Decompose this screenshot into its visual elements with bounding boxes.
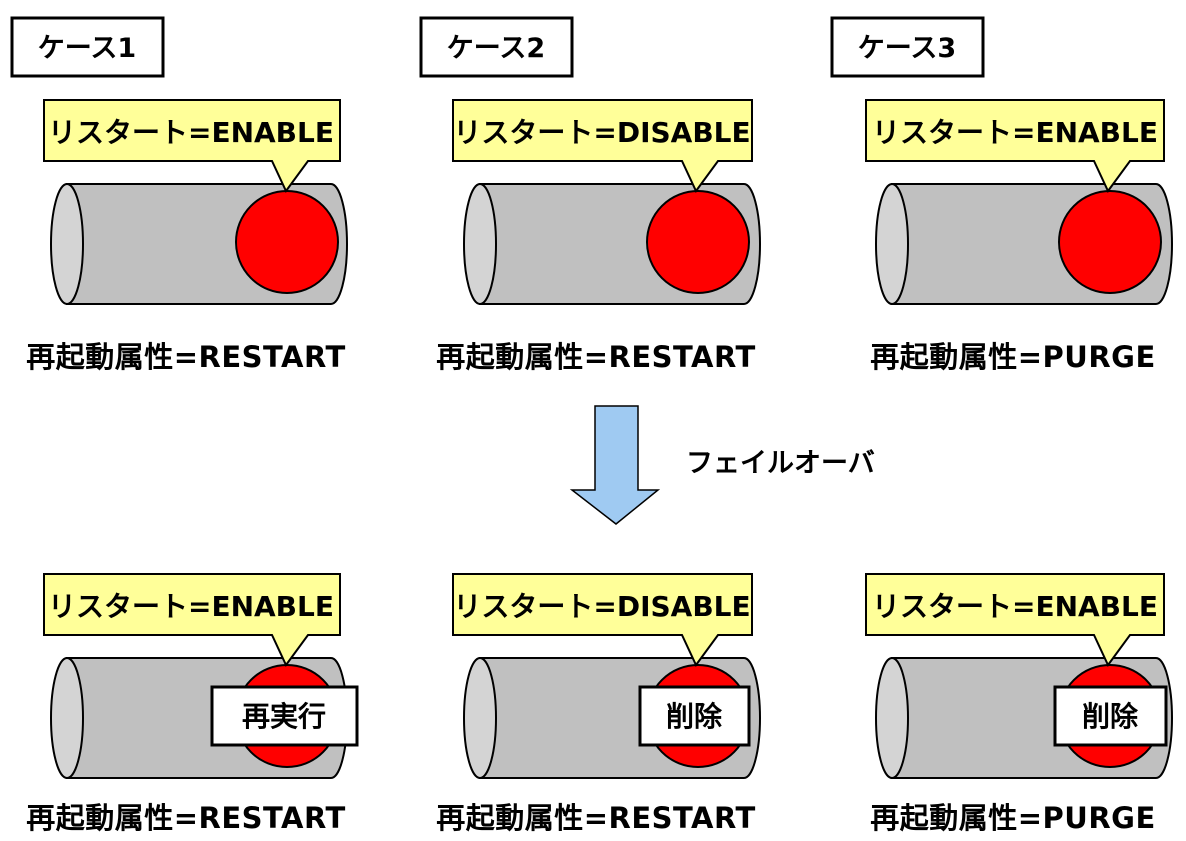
restart-callout-label: リスタート=ENABLE [48,590,334,623]
restart-callout [43,573,341,667]
before-case-1: リスタート=ENABLE 再起動属性=RESTART [26,99,348,374]
restart-callout-label: リスタート=ENABLE [48,116,334,149]
cylinder-cap [463,657,497,779]
down-arrow-icon [569,405,661,525]
restart-callout [452,99,753,193]
case-title-box [830,16,985,78]
case-title-2: ケース2 [419,16,574,78]
case-title-box [10,16,165,78]
failover-label: フェイルオーバ [686,448,875,479]
job-ball [235,190,339,294]
action-label: 再実行 [242,700,326,733]
restart-attribute-label: 再起動属性=PURGE [870,801,1156,835]
restart-attribute-label: 再起動属性=PURGE [870,340,1156,374]
cylinder-cap [875,657,909,779]
cylinder-cap [463,183,497,305]
after-case-1: リスタート=ENABLE 再実行 再起動属性=RESTART [26,573,359,835]
action-label: 削除 [1082,700,1139,733]
restart-callout-label: リスタート=DISABLE [453,590,750,623]
action-box [638,685,751,747]
restart-attribute-label: 再起動属性=RESTART [436,801,756,835]
restart-attribute-label: 再起動属性=RESTART [436,340,756,374]
cylinder-cap [50,657,84,779]
restart-callout [452,573,753,667]
before-case-3: リスタート=ENABLE 再起動属性=PURGE [865,99,1173,374]
after-case-3: リスタート=ENABLE 削除 再起動属性=PURGE [865,573,1173,835]
case-title-label: ケース1 [38,33,136,64]
restart-callout-label: リスタート=DISABLE [453,116,750,149]
case-title-3: ケース3 [830,16,985,78]
restart-callout-label: リスタート=ENABLE [872,116,1158,149]
restart-attribute-label: 再起動属性=RESTART [26,340,346,374]
restart-attribute-label: 再起動属性=RESTART [26,801,346,835]
case-title-label: ケース3 [858,33,956,64]
cylinder-cap [875,183,909,305]
case-title-box [419,16,574,78]
action-box [210,685,359,747]
job-ball [1058,190,1162,294]
action-box [1053,685,1168,747]
case-title-label: ケース2 [447,33,545,64]
restart-callout [865,573,1165,667]
before-case-2: リスタート=DISABLE 再起動属性=RESTART [436,99,761,374]
restart-callout-label: リスタート=ENABLE [872,590,1158,623]
failover-arrow: フェイルオーバ [569,405,875,525]
after-case-2: リスタート=DISABLE 削除 再起動属性=RESTART [436,573,761,835]
cylinder-cap [50,183,84,305]
restart-callout [43,99,341,193]
case-title-1: ケース1 [10,16,165,78]
job-ball [646,190,750,294]
restart-callout [865,99,1165,193]
action-label: 削除 [666,700,723,733]
